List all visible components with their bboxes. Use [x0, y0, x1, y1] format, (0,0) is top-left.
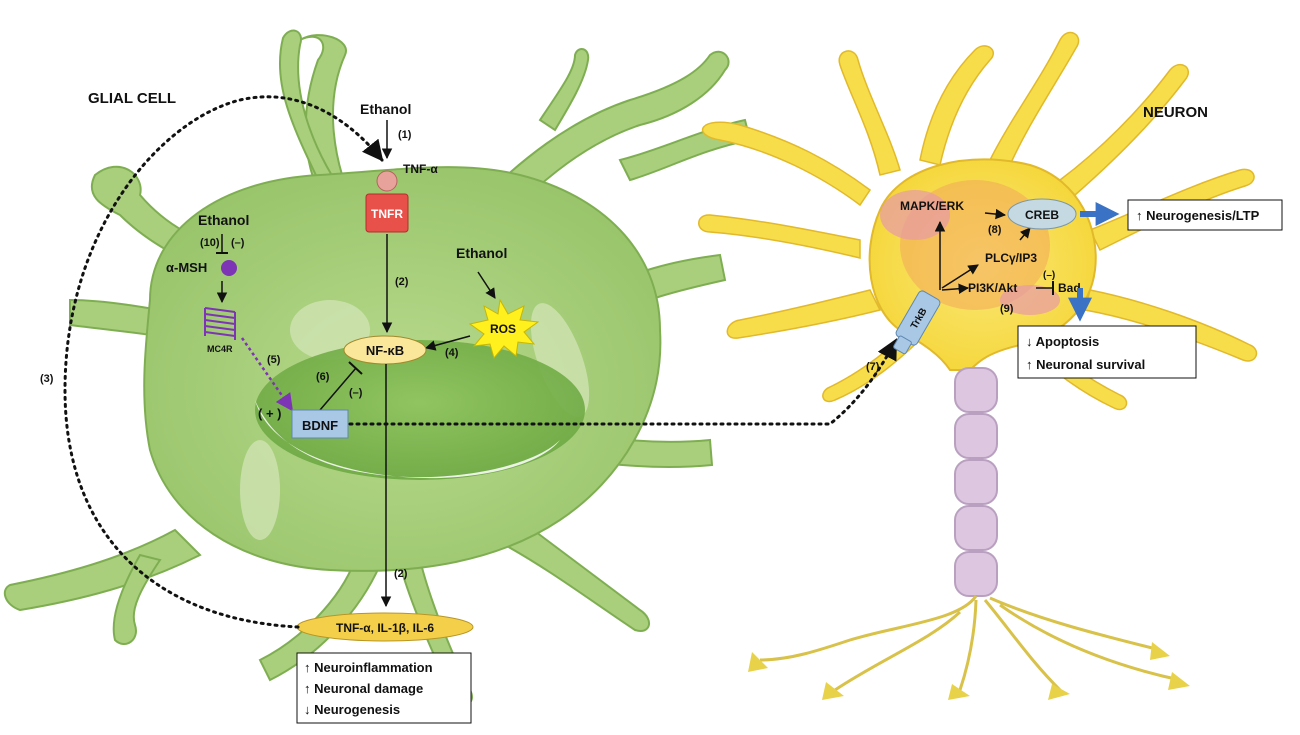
- pi3k-label: PI3K/Akt: [968, 281, 1017, 295]
- minus-6-label: (–): [349, 387, 363, 399]
- step-3-label: (3): [40, 373, 54, 385]
- trkb-receptor: TrkB: [893, 290, 941, 355]
- outcome-neurogenesis: ↓ Neurogenesis: [304, 702, 400, 717]
- ros-label: ROS: [490, 322, 516, 336]
- arrow-ros-nfkb: [424, 335, 471, 351]
- glial-cell-title: GLIAL CELL: [88, 90, 176, 107]
- tnfr-receptor: [365, 193, 409, 233]
- neuron-organelle: [1000, 285, 1060, 315]
- arrow-ethanol-ros: [477, 271, 496, 299]
- arrow-trkb-plc: [941, 264, 979, 289]
- creb-node: [1007, 198, 1077, 230]
- outcomes-box: [296, 652, 472, 724]
- apoptosis-label: ↓ Apoptosis: [1026, 334, 1099, 349]
- glial-organelle: [240, 440, 280, 540]
- plus-label: ( + ): [258, 406, 281, 421]
- step-4-label: (4): [445, 347, 459, 359]
- ethanol-label-top: Ethanol: [360, 101, 411, 117]
- inhibit-bar-6: [348, 361, 363, 375]
- neuronal-survival-label: ↑ Neuronal survival: [1026, 357, 1145, 372]
- neuron-organelle: [880, 190, 950, 240]
- arrow-trkb-pi3k: [941, 283, 970, 294]
- outcome-neuroinflammation: ↑ Neuroinflammation: [304, 660, 433, 675]
- mc4r-label: MC4R: [207, 344, 233, 354]
- nfkb-node: [343, 335, 427, 365]
- bdnf-label: BDNF: [302, 418, 338, 433]
- mapk-erk-label: MAPK/ERK: [900, 199, 964, 213]
- step-7-label: (7): [866, 361, 880, 373]
- bad-label: Bad: [1058, 281, 1081, 295]
- step-10-label: (10): [200, 237, 220, 249]
- axon-terminals: [759, 595, 1181, 692]
- glial-nucleus: [255, 340, 585, 480]
- step-6-label: (6): [316, 371, 330, 383]
- axon-terminal-bulbs: [748, 642, 1190, 700]
- step-8-label: (8): [988, 224, 1002, 236]
- arrow-mapk-creb: [984, 208, 1007, 220]
- tnf-alpha-label: TNF-α: [403, 162, 438, 176]
- neuron-axon: [954, 367, 998, 597]
- step-5-label: (5): [267, 354, 281, 366]
- step-9-label: (9): [1000, 303, 1014, 315]
- step-2-lower-label: (2): [394, 568, 408, 580]
- step-2-upper-label: (2): [395, 276, 409, 288]
- survival-box: [1017, 325, 1197, 379]
- mc4r-receptor: [204, 307, 236, 340]
- neurogenesis-box: [1127, 199, 1283, 231]
- step-1-label: (1): [398, 129, 412, 141]
- inhibit-bdnf-nfkb: [319, 367, 357, 411]
- ethanol-left-label: Ethanol: [198, 212, 249, 228]
- outcome-neuronal-damage: ↑ Neuronal damage: [304, 681, 423, 696]
- glial-cell: [3, 29, 752, 706]
- arrow-plc-creb: [1019, 227, 1031, 241]
- dotted-loop-cytokines-tnf: [63, 95, 384, 629]
- minus-bad-label: (–): [1043, 270, 1055, 281]
- cytokines-label: TNF-α, IL-1β, IL-6: [336, 621, 434, 635]
- tnf-alpha-ligand: [376, 170, 398, 192]
- ros-burst: [468, 298, 540, 360]
- dotted-bdnf-trkb: [348, 338, 898, 426]
- neuron-title: NEURON: [1143, 104, 1208, 121]
- ethanol-ros-label: Ethanol: [456, 245, 507, 261]
- creb-label: CREB: [1025, 208, 1059, 222]
- alpha-msh-label: α-MSH: [166, 260, 207, 275]
- minus-10-label: (–): [231, 237, 245, 249]
- arrow-mc4r-bdnf: [240, 337, 294, 412]
- plc-label: PLCγ/IP3: [985, 251, 1037, 265]
- bdnf-box: [291, 409, 349, 439]
- alpha-msh-ligand: [221, 260, 237, 276]
- nfkb-label: NF-κB: [366, 343, 404, 358]
- tnfr-label: TNFR: [371, 207, 403, 221]
- neurogenesis-label: ↑ Neurogenesis/LTP: [1136, 208, 1260, 223]
